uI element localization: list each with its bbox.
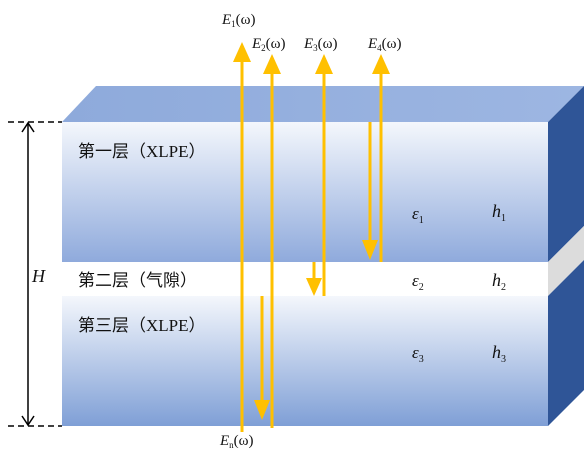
h-dimension-arrow-up bbox=[21, 121, 35, 133]
layer-3-thickness: h3 bbox=[492, 342, 506, 365]
e4-label: E4(ω) bbox=[367, 36, 402, 53]
h-dimension-arrow-down bbox=[21, 415, 35, 427]
field-arrows bbox=[233, 42, 390, 432]
e1-label: E1(ω) bbox=[221, 12, 256, 29]
layer-2-permittivity: ε2 bbox=[412, 271, 424, 293]
e1-arrow-head bbox=[233, 42, 251, 62]
layer-1-name: 第一层（XLPE） bbox=[78, 142, 206, 161]
layer-1-permittivity: ε1 bbox=[412, 204, 424, 226]
e3-arrow-head bbox=[315, 54, 333, 74]
layer-3 bbox=[62, 296, 548, 426]
block-right-face-layer3 bbox=[548, 260, 584, 426]
layer-2-thickness: h2 bbox=[492, 270, 506, 293]
layer-1-thickness: h1 bbox=[492, 201, 506, 224]
e2-arrow-head bbox=[263, 54, 281, 74]
layer-1 bbox=[62, 122, 548, 262]
e3-down-arrow-head bbox=[306, 278, 322, 296]
en-arrow-head bbox=[254, 400, 270, 420]
layer-3-name: 第三层（XLPE） bbox=[78, 316, 206, 335]
e4-arrow-head bbox=[372, 54, 390, 74]
layer-2-air-gap bbox=[62, 262, 548, 296]
layer-3-permittivity: ε3 bbox=[412, 343, 424, 365]
block-right-face-gap bbox=[548, 226, 584, 296]
layer-2-name: 第二层（气隙） bbox=[78, 271, 197, 290]
total-height-label: H bbox=[31, 266, 46, 286]
e2-label: E2(ω) bbox=[251, 36, 286, 53]
block-right-face-layer1 bbox=[548, 86, 584, 262]
e3-label: E3(ω) bbox=[303, 36, 338, 53]
e4-down-arrow-head bbox=[362, 240, 378, 260]
en-label: En(ω) bbox=[219, 433, 254, 450]
